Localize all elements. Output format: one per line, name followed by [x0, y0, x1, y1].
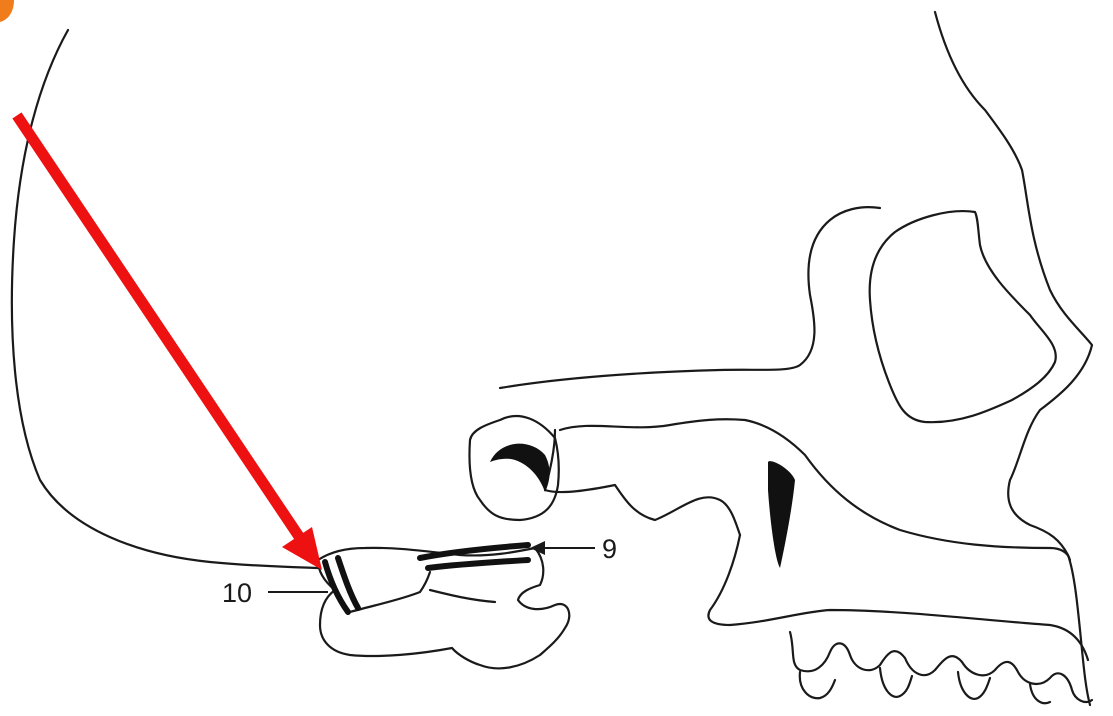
- label-9: 9: [602, 534, 617, 564]
- ear-canal: [490, 444, 550, 492]
- structure-9-band-lower: [428, 560, 528, 568]
- teeth-lower-edge: [800, 668, 1050, 703]
- zygomatic-arch: [500, 207, 880, 388]
- corner-mark: [0, 0, 14, 22]
- label-10: 10: [222, 578, 252, 608]
- maxilla-outline: [560, 419, 1070, 560]
- mandible-outline: [708, 535, 1088, 660]
- red-arrow-shaft: [20, 120, 300, 538]
- zygoma-lower: [545, 430, 740, 535]
- pterygoid-wedge: [768, 461, 795, 568]
- upper-teeth: [790, 632, 1092, 702]
- condyle-inner: [350, 572, 495, 612]
- orbit-outline: [870, 211, 1056, 422]
- forehead-outline: [935, 12, 1092, 705]
